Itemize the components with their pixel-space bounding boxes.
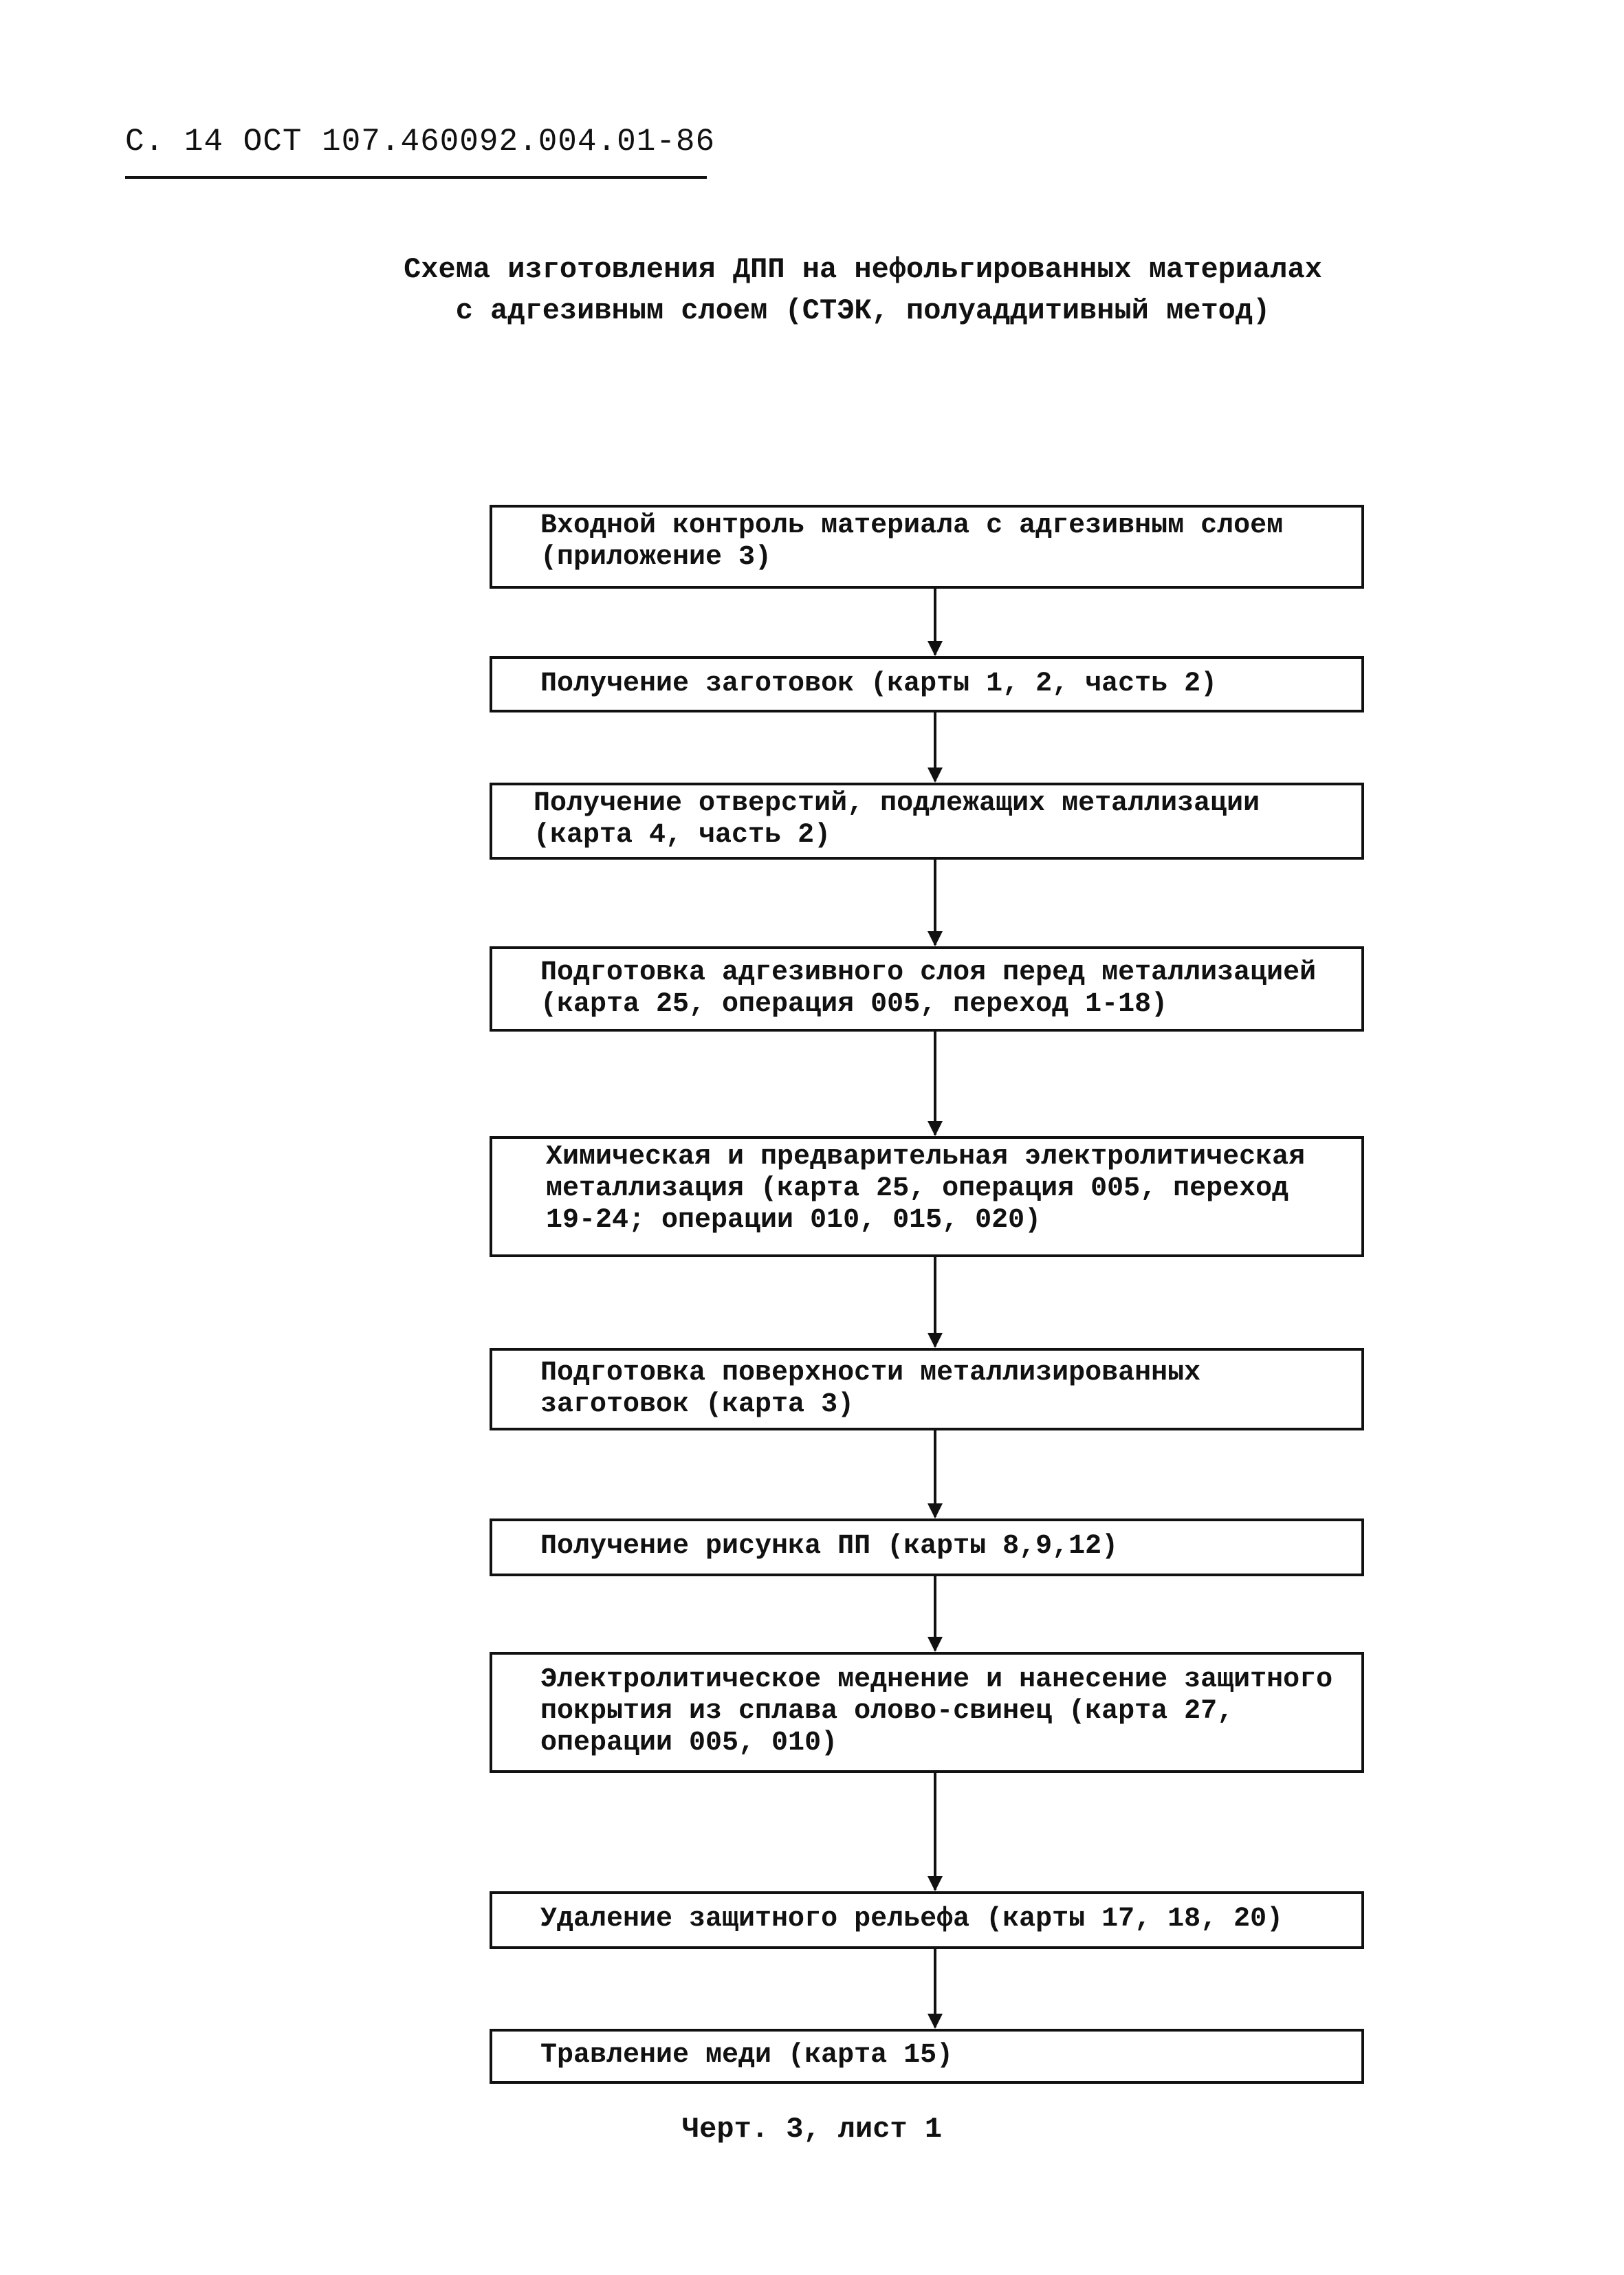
step-pcb-pattern: Получение рисунка ПП (карты 8,9,12)	[490, 1519, 1364, 1576]
step-electroplating: Электролитическое меднение и нанесение з…	[490, 1652, 1364, 1773]
arrow-1-2	[928, 589, 943, 656]
title-line-2: с адгезивным слоем (СТЭК, полуаддитивный…	[455, 294, 1271, 327]
arrow-2-3	[928, 712, 943, 783]
arrow-7-8	[928, 1576, 943, 1652]
arrow-9-10	[928, 1949, 943, 2029]
page-header: С. 14 ОСТ 107.460092.004.01-86	[125, 124, 716, 160]
title-line-1: Схема изготовления ДПП на нефольгированн…	[404, 253, 1322, 286]
arrow-3-4	[928, 860, 943, 946]
arrow-8-9	[928, 1773, 943, 1891]
step-copper-etching: Травление меди (карта 15)	[490, 2029, 1364, 2084]
step-chemical-metallization: Химическая и предварительная электролити…	[490, 1136, 1364, 1257]
step-adhesive-prep: Подготовка адгезивного слоя перед металл…	[490, 946, 1364, 1032]
figure-caption: Черт. 3, лист 1	[681, 2113, 943, 2146]
arrow-6-7	[928, 1430, 943, 1519]
step-incoming-control: Входной контроль материала с адгезивным …	[490, 505, 1364, 589]
step-blanks: Получение заготовок (карты 1, 2, часть 2…	[490, 656, 1364, 712]
step-relief-removal: Удаление защитного рельефа (карты 17, 18…	[490, 1891, 1364, 1949]
arrow-4-5	[928, 1032, 943, 1136]
step-holes: Получение отверстий, подлежащих металлиз…	[490, 783, 1364, 860]
step-surface-prep: Подготовка поверхности металлизированных…	[490, 1348, 1364, 1430]
header-underline	[125, 176, 707, 179]
diagram-title: Схема изготовления ДПП на нефольгированн…	[358, 249, 1368, 331]
arrow-5-6	[928, 1257, 943, 1348]
